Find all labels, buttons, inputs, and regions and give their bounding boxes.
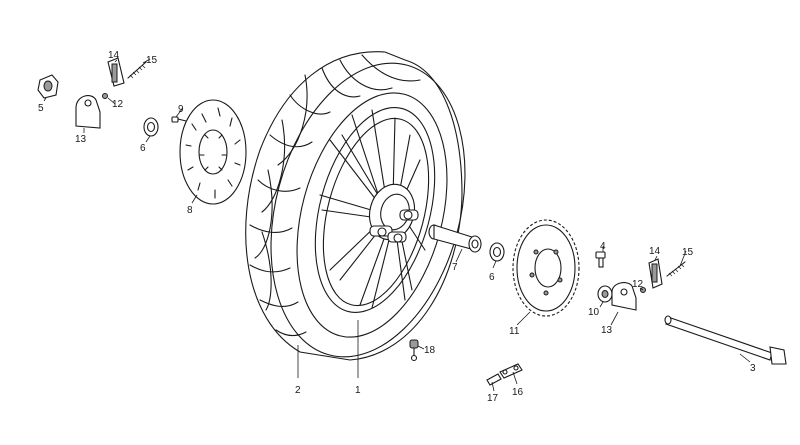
callout-7: 7	[452, 262, 458, 273]
callout-1: 1	[355, 385, 361, 396]
adjuster-screw-left	[127, 61, 147, 79]
callout-15-right: 15	[682, 247, 694, 258]
callout-labels: 1 2 3 4 5 6 6 7 8 9 10 11 12 12 13 13 14…	[38, 50, 756, 404]
axle-spacer	[428, 224, 482, 253]
callout-15-left: 15	[146, 55, 158, 66]
chain-connecting-link	[499, 363, 523, 379]
bearing-left	[143, 117, 159, 137]
callout-4: 4	[600, 241, 606, 252]
callout-10: 10	[588, 307, 600, 318]
callout-12-right: 12	[632, 279, 644, 290]
callout-17: 17	[487, 393, 499, 404]
callout-13-left: 13	[75, 134, 87, 145]
adjuster-block-left	[107, 57, 125, 87]
callout-11: 11	[509, 326, 520, 337]
callout-6-left: 6	[140, 143, 146, 154]
callout-9: 9	[178, 104, 184, 115]
callout-14-left: 14	[108, 50, 120, 61]
callout-8: 8	[187, 205, 193, 216]
tire-valve	[409, 339, 419, 362]
adjuster-screw-right	[666, 261, 686, 277]
callout-2: 2	[295, 385, 301, 396]
sprocket	[512, 219, 580, 317]
chain-link-clip	[486, 373, 502, 386]
leader-lines	[43, 58, 751, 392]
brake-disc	[179, 99, 247, 205]
callout-18: 18	[424, 345, 436, 356]
callout-14-right: 14	[649, 246, 661, 257]
adjuster-block-right	[648, 258, 663, 289]
callout-13-right: 13	[601, 325, 613, 336]
callout-5: 5	[38, 103, 44, 114]
rear-axle	[664, 315, 787, 365]
washer	[597, 285, 613, 303]
chain-adjuster-plate-right	[611, 282, 637, 311]
disc-bolt	[171, 116, 187, 123]
sprocket-bolt	[595, 251, 606, 268]
axle-nut	[37, 74, 59, 99]
adjuster-nut-left	[102, 93, 108, 99]
callout-3: 3	[750, 363, 756, 374]
callout-6-right: 6	[489, 272, 495, 283]
tire	[245, 51, 466, 361]
rim	[314, 107, 436, 313]
chain-adjuster-plate-left	[75, 95, 101, 129]
callout-12-left: 12	[112, 99, 124, 110]
bearing-right	[489, 242, 505, 262]
callout-16: 16	[512, 387, 524, 398]
